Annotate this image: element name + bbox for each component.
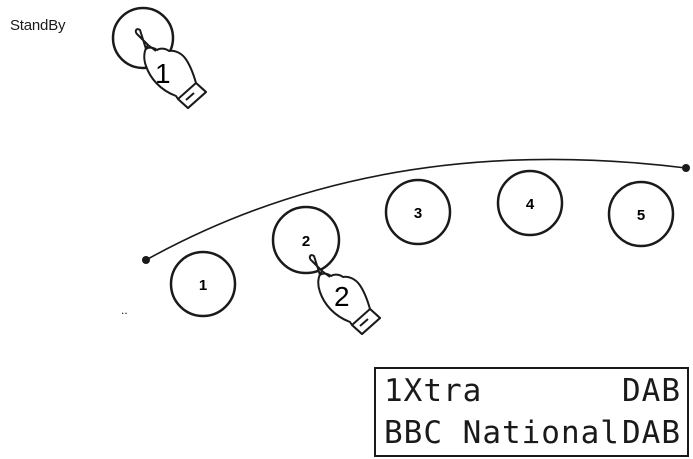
lcd-line-2-band: DAB bbox=[622, 415, 681, 451]
lcd-line-2: BBC National DAB bbox=[384, 413, 681, 453]
preset-button-2[interactable] bbox=[271, 205, 341, 275]
preset-hand-icon bbox=[308, 254, 381, 335]
preset-button-3[interactable] bbox=[384, 178, 452, 246]
preset-button-4[interactable] bbox=[496, 169, 564, 237]
lcd-line-1: 1Xtra DAB bbox=[384, 371, 681, 411]
lcd-display: 1Xtra DAB BBC National DAB bbox=[374, 367, 689, 457]
preset-step-number: 2 bbox=[334, 281, 350, 312]
lcd-line-1-band: DAB bbox=[622, 373, 681, 409]
footnote-marks: .. bbox=[121, 303, 128, 317]
standby-label: StandBy bbox=[10, 17, 66, 34]
standby-hand-icon bbox=[134, 28, 207, 109]
preset-label-5: 5 bbox=[637, 207, 645, 224]
preset-label-2: 2 bbox=[302, 233, 310, 250]
preset-label-3: 3 bbox=[414, 205, 422, 222]
preset-label-4: 4 bbox=[526, 196, 535, 213]
standby-step-number: 1 bbox=[155, 58, 171, 89]
arc-end-dot bbox=[682, 164, 690, 172]
lcd-line-2-station: BBC National bbox=[384, 415, 620, 451]
preset-arc bbox=[145, 158, 687, 261]
preset-button-5[interactable] bbox=[607, 180, 675, 248]
preset-button-1[interactable] bbox=[169, 250, 237, 318]
arc-start-dot bbox=[142, 256, 150, 264]
lcd-line-1-station: 1Xtra bbox=[384, 373, 483, 409]
preset-label-1: 1 bbox=[199, 277, 207, 294]
